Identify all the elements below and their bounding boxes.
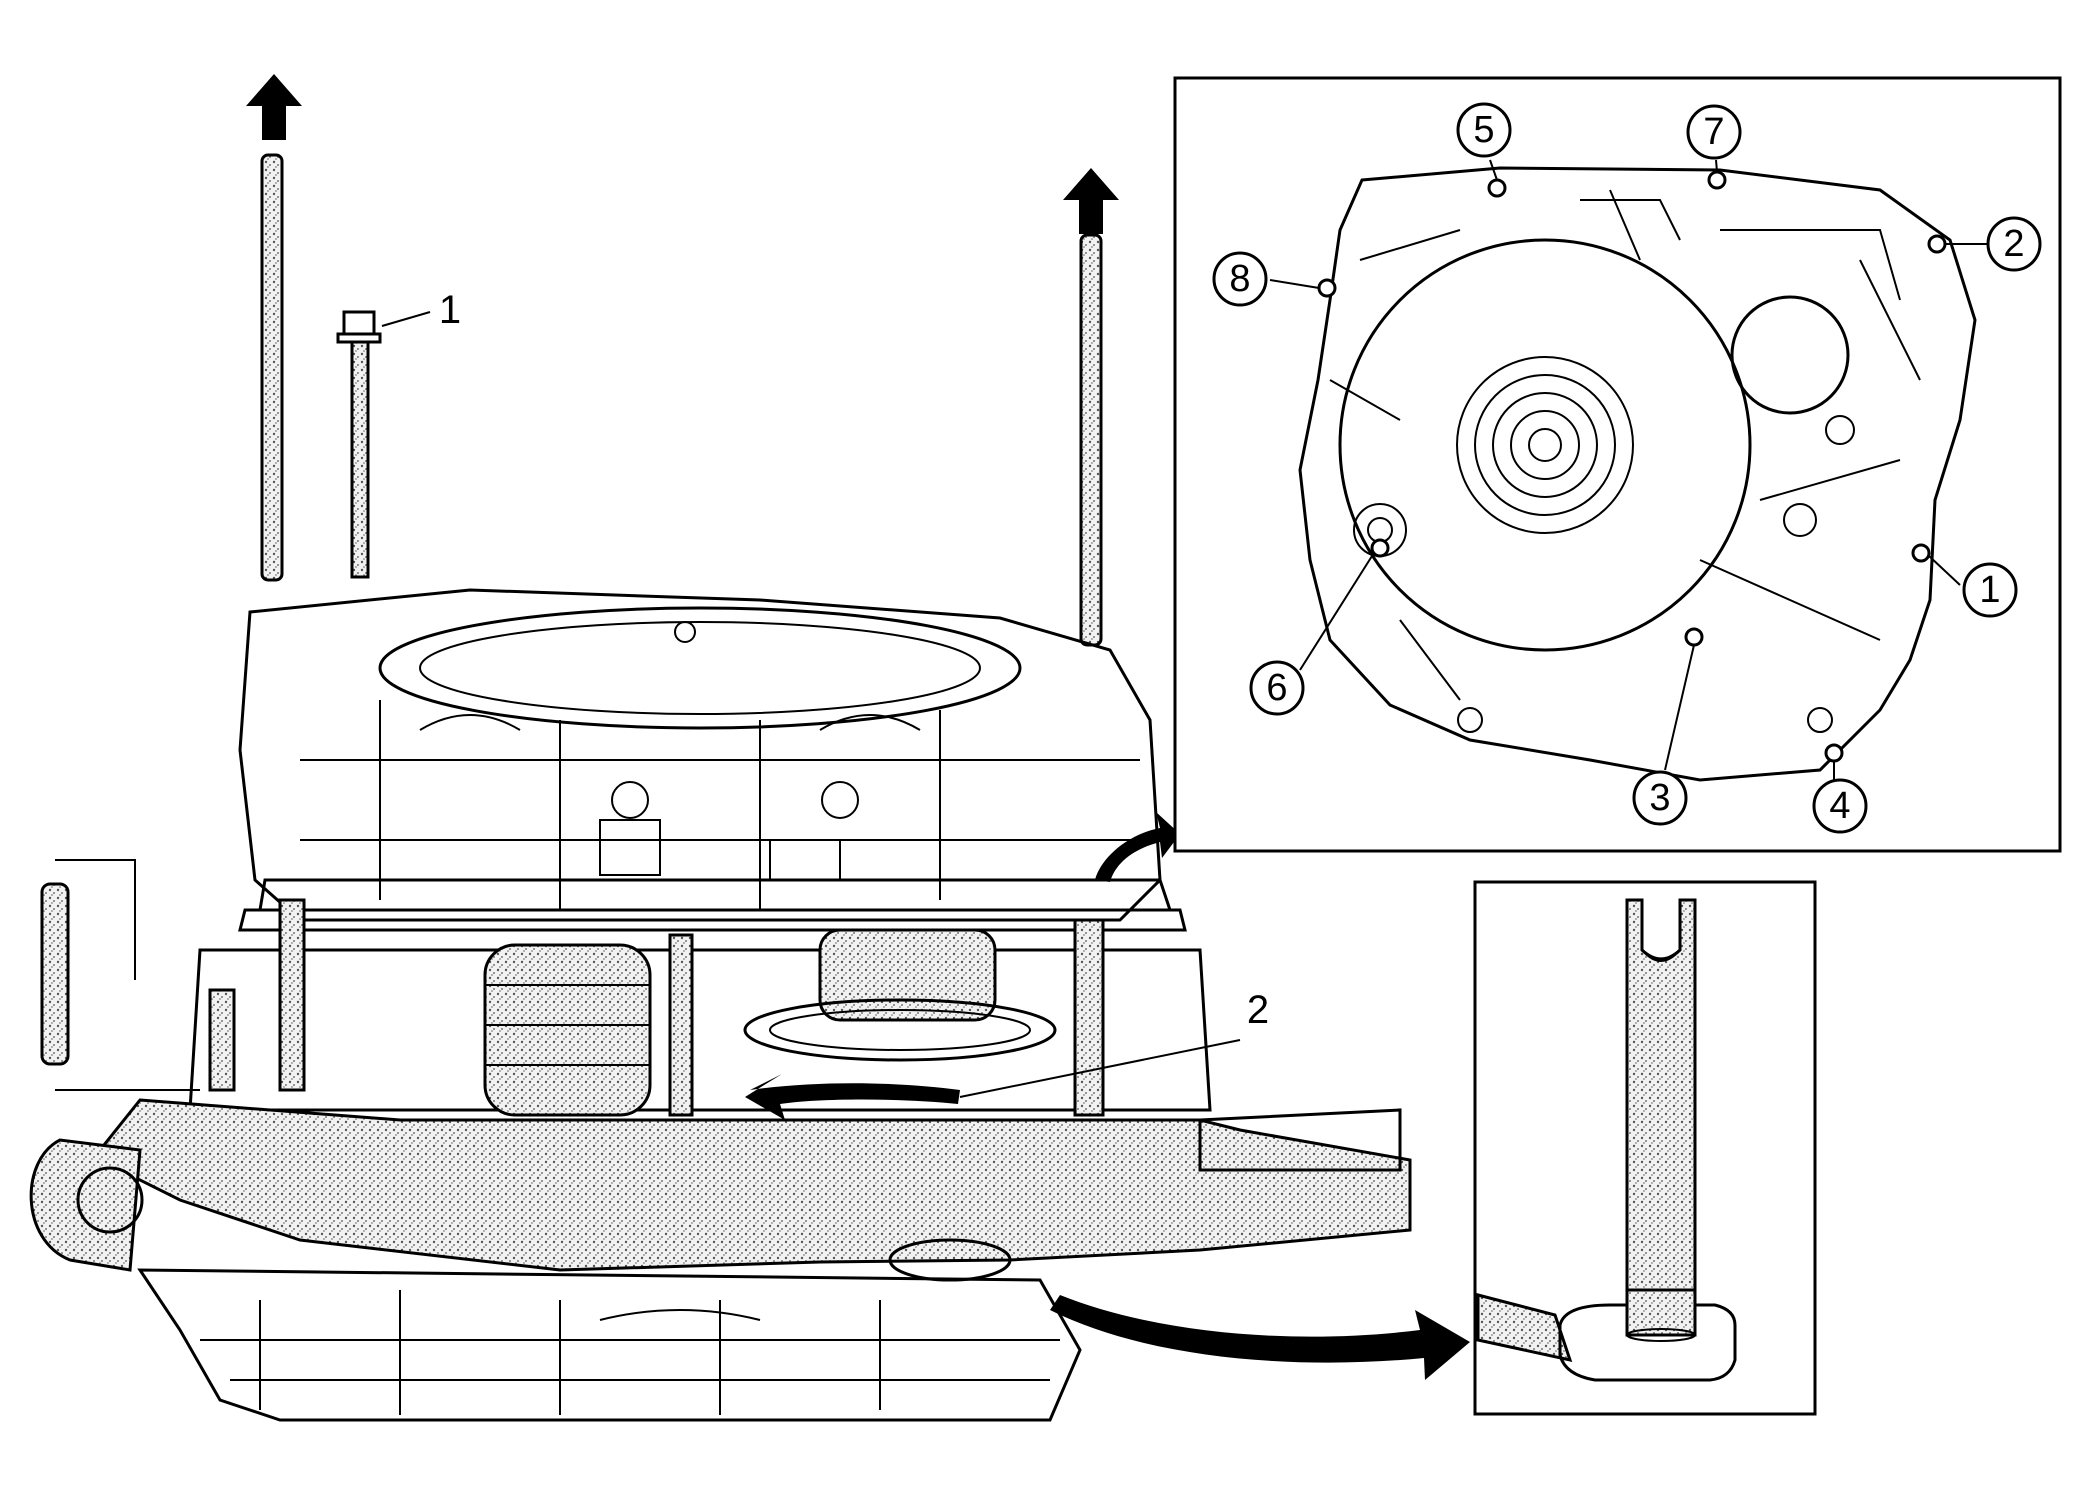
curved-arrow-right-icon — [1095, 812, 1180, 882]
callout-main-2: 2 — [1247, 988, 1269, 1032]
detail-pointer-arrow-icon — [1050, 1295, 1470, 1380]
svg-text:8: 8 — [1229, 258, 1250, 300]
transmission-case — [238, 588, 1162, 922]
bolt-hole-6 — [1299, 538, 1390, 671]
callout-inset-1: 1 — [1962, 562, 2018, 618]
bolt-hole-5 — [1487, 159, 1507, 198]
svg-text:6: 6 — [1266, 667, 1287, 709]
callout-inset-3: 3 — [1632, 770, 1688, 826]
callout-inset-2: 2 — [1986, 216, 2042, 272]
lower-gear-assembly — [188, 898, 1212, 1117]
inset-case-frame — [1173, 76, 2062, 853]
callout-inset-7: 7 — [1686, 104, 1742, 160]
spacer-pin-left — [40, 859, 200, 1091]
bolt-hole-1 — [1911, 543, 1961, 586]
guide-pin-left — [260, 153, 284, 582]
inset-case-bolt-pattern: 1 2 3 4 5 6 7 8 — [1173, 76, 2062, 853]
lift-arrow-left-icon — [246, 74, 302, 140]
svg-text:5: 5 — [1473, 109, 1494, 151]
bolt-hole-4 — [1824, 743, 1844, 780]
bolt-hole-7 — [1707, 159, 1727, 190]
inset-pin-detail — [1473, 880, 1817, 1416]
main-exploded-view: 1 2 — [29, 74, 1470, 1422]
svg-text:2: 2 — [2003, 223, 2024, 265]
callout-inset-5: 5 — [1456, 102, 1512, 158]
svg-text:4: 4 — [1829, 785, 1850, 827]
case-flange-plate — [238, 878, 1187, 932]
callout-inset-4: 4 — [1812, 778, 1868, 834]
svg-text:3: 3 — [1649, 777, 1670, 819]
lift-arrow-right-icon — [1063, 168, 1119, 234]
bolt-hole-2 — [1927, 234, 1988, 254]
bolt-hole-8 — [1269, 278, 1337, 298]
bolt-1 — [336, 310, 431, 579]
lower-case-body — [137, 1268, 1082, 1422]
svg-text:1: 1 — [1979, 569, 2000, 611]
bolt-hole-3 — [1664, 627, 1704, 771]
callout-inset-8: 8 — [1212, 251, 1268, 307]
guide-pin-right — [1079, 233, 1103, 647]
svg-text:7: 7 — [1703, 111, 1724, 153]
callout-inset-6: 6 — [1249, 660, 1305, 716]
holding-fixture — [29, 1098, 1412, 1282]
rotation-arrow-icon — [745, 1039, 1241, 1120]
callout-main-1: 1 — [439, 288, 461, 332]
